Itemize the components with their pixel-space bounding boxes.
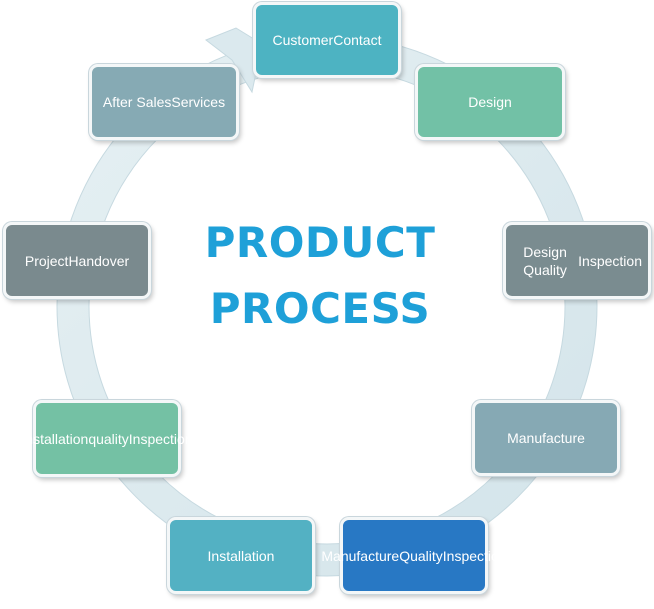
step-label-line: Quality [399, 547, 443, 564]
step-label-line: Inspection [442, 547, 507, 564]
step-label-line: Manufacture [321, 547, 400, 564]
step-label-line: Design Quality [523, 243, 567, 278]
step-label-line: Inspection [128, 430, 193, 447]
step-label-line: Services [171, 94, 226, 110]
step-design-quality-inspection: Design Quality Inspection [503, 222, 651, 299]
step-label-line: quality [88, 430, 129, 447]
step-design: Design [415, 64, 565, 140]
diagram-title-line-1: PRODUCT [204, 218, 436, 267]
step-manufacture-quality-inspection: Manufacture Quality Inspection [321, 517, 507, 594]
step-label-line: Customer [272, 32, 334, 48]
step-label-line: Project [24, 252, 69, 269]
step-label-line: Installation [21, 430, 89, 447]
step-installation-quality-inspection: Installation quality Inspection [21, 400, 193, 477]
step-label-line: Design [468, 94, 512, 110]
step-after-sales-services: After Sales Services [89, 64, 239, 140]
step-installation: Installation [167, 517, 315, 594]
diagram-title-line-2: PROCESS [209, 284, 431, 333]
step-label-line: Manufacture [507, 430, 585, 446]
step-customer-contact: Customer Contact [253, 2, 401, 78]
step-manufacture: Manufacture [472, 400, 620, 476]
step-label-line: Inspection [578, 252, 642, 269]
step-project-handover: Project Handover [3, 222, 151, 299]
step-label-line: After Sales [102, 94, 172, 110]
step-label-line: Installation [207, 547, 275, 564]
step-label-line: Contact [333, 32, 382, 48]
step-label-line: Handover [68, 252, 130, 269]
